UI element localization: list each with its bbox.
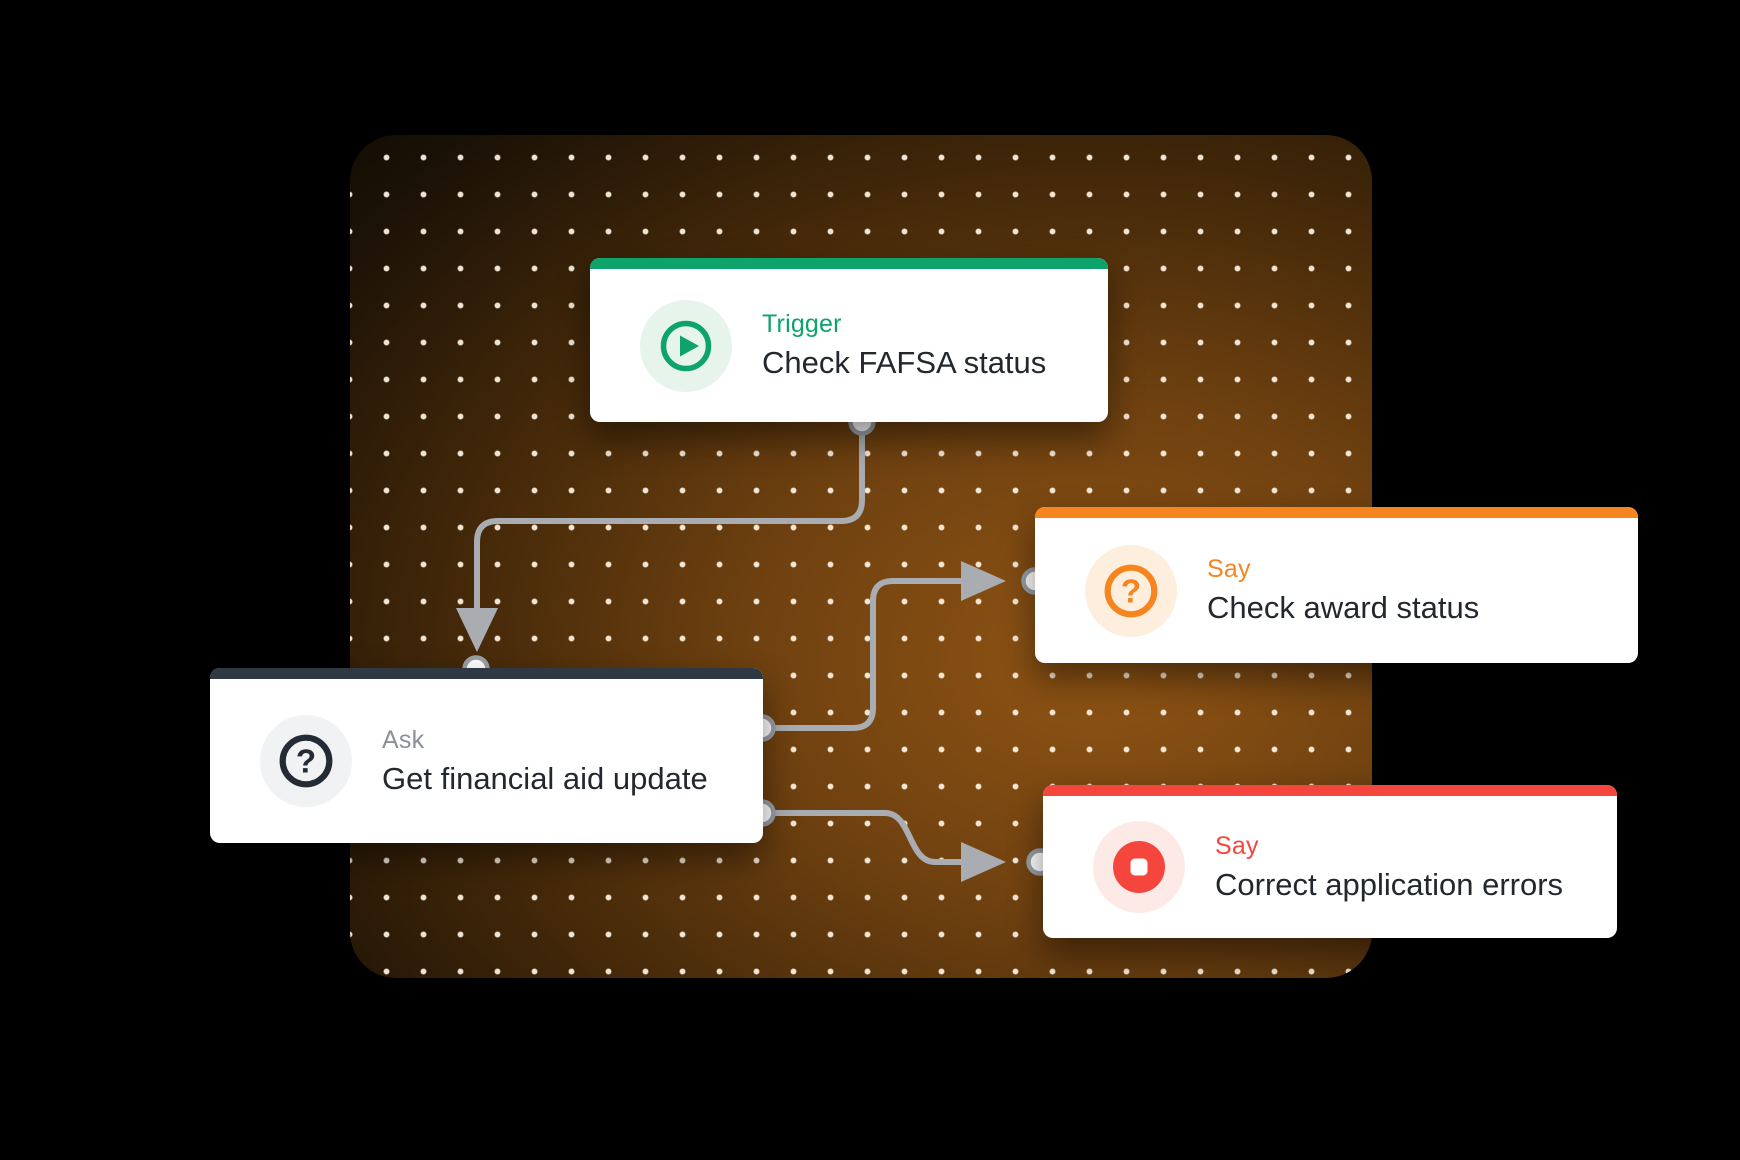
edge-ask-to-say-errors <box>759 810 966 865</box>
node-title: Get financial aid update <box>382 760 708 796</box>
node-accent-bar <box>590 258 1108 269</box>
stop-circle-icon <box>1093 821 1185 913</box>
node-say-errors[interactable]: Say Correct application errors <box>1043 785 1617 938</box>
svg-text:?: ? <box>1121 573 1141 610</box>
edge-ask-to-say-award <box>759 578 966 731</box>
node-accent-bar <box>1043 785 1617 796</box>
arrowhead-right-icon <box>961 561 1006 601</box>
node-say-award[interactable]: ? Say Check award status <box>1035 507 1638 663</box>
question-circle-icon: ? <box>260 715 352 807</box>
node-title: Correct application errors <box>1215 866 1564 902</box>
arrowhead-down-icon <box>456 608 498 652</box>
node-title: Check FAFSA status <box>762 345 1047 380</box>
play-circle-icon <box>640 299 732 392</box>
node-trigger[interactable]: Trigger Check FAFSA status <box>590 258 1108 422</box>
question-circle-icon: ? <box>1085 544 1177 637</box>
node-type-label: Say <box>1215 831 1259 860</box>
node-ask[interactable]: ? Ask Get financial aid update <box>210 668 763 843</box>
node-type-label: Trigger <box>762 310 842 338</box>
node-accent-bar <box>210 668 763 679</box>
node-accent-bar <box>1035 507 1638 518</box>
svg-text:?: ? <box>296 743 316 780</box>
edge-trigger-to-ask <box>474 419 865 611</box>
node-title: Check award status <box>1207 590 1480 625</box>
arrowhead-right-icon <box>961 842 1006 882</box>
node-type-label: Ask <box>382 725 425 754</box>
node-type-label: Say <box>1207 555 1251 583</box>
